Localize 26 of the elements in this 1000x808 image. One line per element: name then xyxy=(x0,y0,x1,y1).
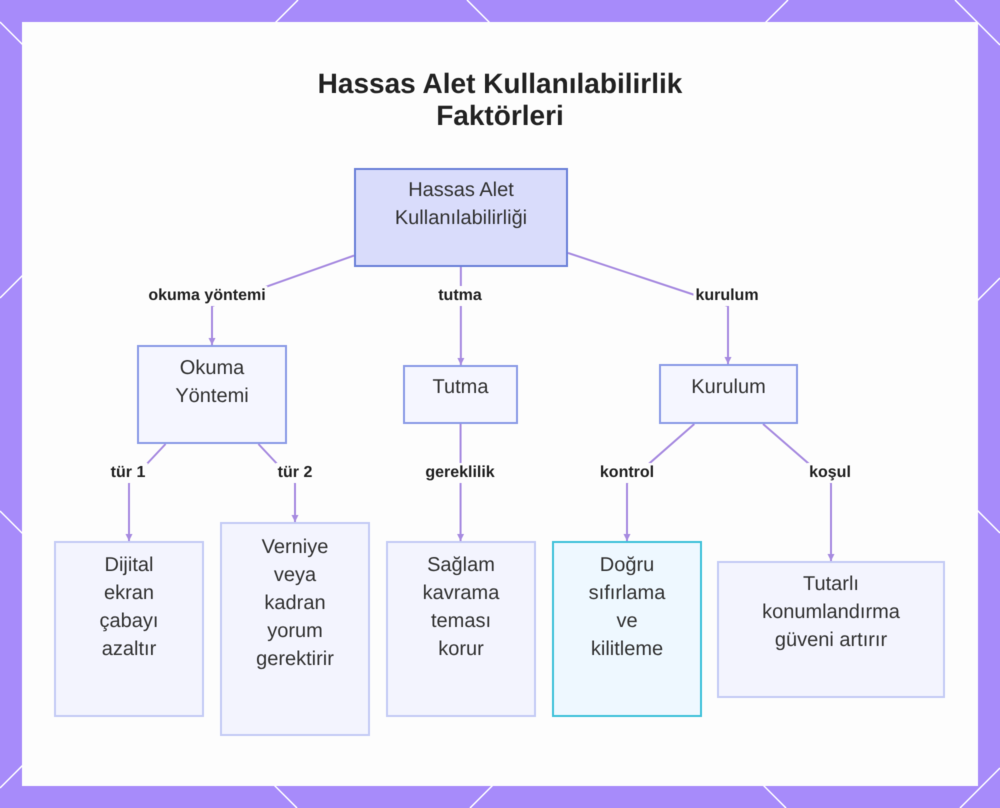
detail-box xyxy=(386,541,536,717)
edge-label: koşul xyxy=(807,463,853,483)
node-text: Verniye veya kadran yorum gerektirir xyxy=(255,535,335,672)
edge-label: gereklilik xyxy=(423,463,497,483)
category-box xyxy=(137,345,287,444)
node-text: Kurulum xyxy=(691,375,766,400)
edge-label: tür 1 xyxy=(108,463,148,483)
diagram-title: Hassas Alet Kullanılabilirlik Faktörleri xyxy=(316,68,684,132)
topic-box xyxy=(354,168,568,267)
edge-label: kurulum xyxy=(693,286,761,306)
detail-box xyxy=(552,541,702,717)
category-box xyxy=(403,365,518,424)
category-box xyxy=(659,364,798,424)
node-text: Tutma xyxy=(432,375,488,400)
node-text: Dijital ekran çabayı azaltır xyxy=(98,553,160,662)
edge-label: okuma yöntemi xyxy=(146,286,268,306)
edge-label: tür 2 xyxy=(276,463,314,483)
detail-box xyxy=(717,561,945,698)
node-text: Okuma Yöntemi xyxy=(174,356,250,409)
node-text: Hassas Alet Kullanılabilirliği xyxy=(394,178,528,231)
detail-box xyxy=(220,522,370,736)
node-text: Sağlam kavrama teması korur xyxy=(422,553,500,662)
detail-box xyxy=(54,541,204,717)
edge-label: tutma xyxy=(436,286,484,306)
node-text: Doğru sıfırlama ve kilitleme xyxy=(588,553,666,662)
node-text: Tutarlı konumlandırma güveni artırır xyxy=(761,572,901,653)
